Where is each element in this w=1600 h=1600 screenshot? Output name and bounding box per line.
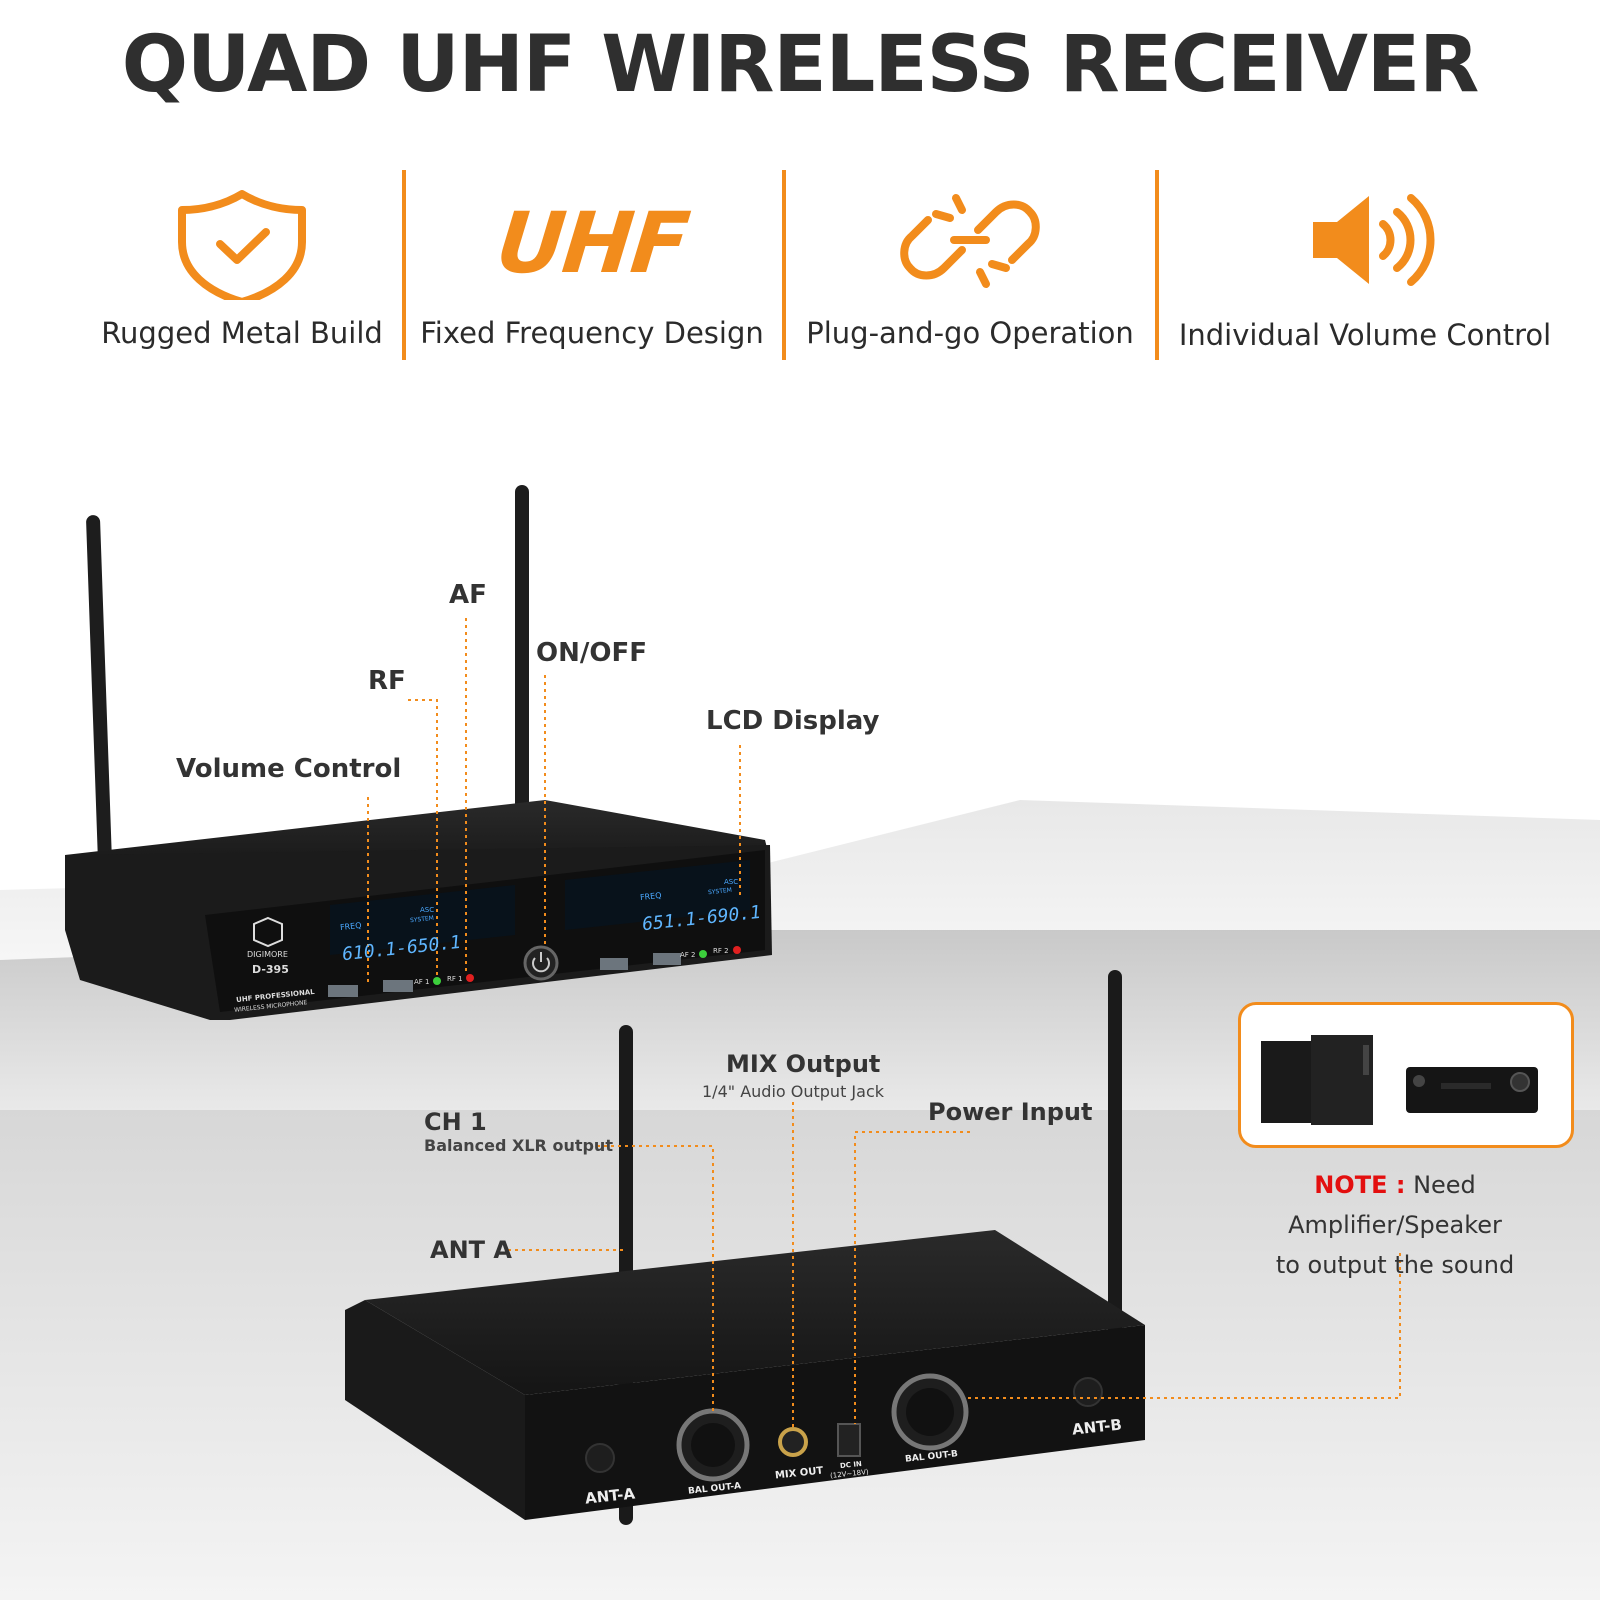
volume-down-a xyxy=(328,985,358,997)
feature-volume-control: Individual Volume Control xyxy=(1165,170,1565,360)
page-title: QUAD UHF WIRELESS RECEIVER xyxy=(121,20,1480,110)
af2-led xyxy=(699,950,707,958)
af1-led xyxy=(433,977,441,985)
lcd-display-a xyxy=(330,885,515,955)
antenna-b xyxy=(1108,970,1122,1410)
callout-af: AF xyxy=(449,580,487,610)
divider xyxy=(1155,170,1159,360)
back-receiver-panel xyxy=(525,1325,1145,1520)
leader-rf xyxy=(408,699,438,978)
volume-up-b xyxy=(653,953,681,965)
volume-down-b xyxy=(600,958,628,970)
back-receiver-top xyxy=(365,1230,1145,1395)
lcd-display-b xyxy=(565,860,750,930)
back-receiver-side xyxy=(345,1300,525,1520)
callout-on-off: ON/OFF xyxy=(536,638,647,668)
brand-logo-icon xyxy=(253,916,283,948)
callout-lcd-display: LCD Display xyxy=(706,706,880,736)
callout-power-input: Power Input xyxy=(928,1098,1093,1126)
callout-ch1-sub: Balanced XLR output xyxy=(424,1136,613,1155)
af1-label: AF 1 xyxy=(414,978,430,986)
feature-label: Fixed Frequency Design xyxy=(420,316,764,350)
note-text: NOTE : Need Amplifier/Speaker to output … xyxy=(1210,1165,1580,1285)
rf1-led xyxy=(466,974,474,982)
rf2-led xyxy=(733,946,741,954)
divider xyxy=(782,170,786,360)
power-button xyxy=(523,945,559,981)
feature-label: Individual Volume Control xyxy=(1178,318,1552,352)
feature-rugged-metal: Rugged Metal Build xyxy=(62,170,422,360)
antenna-center xyxy=(515,485,529,825)
leader-power xyxy=(854,1131,970,1424)
feature-plug-and-go: Plug-and-go Operation xyxy=(790,170,1150,360)
ant-b-connector xyxy=(1073,1377,1103,1407)
lcd-b-asc: ASC xyxy=(724,878,739,886)
af2-label: AF 2 xyxy=(680,951,696,959)
callout-volume-control: Volume Control xyxy=(176,754,402,784)
feature-label: Plug-and-go Operation xyxy=(806,316,1134,350)
note-key: NOTE : xyxy=(1314,1171,1406,1199)
model-name: D-395 xyxy=(252,963,289,976)
callout-leaders xyxy=(367,618,1401,1428)
callout-mix-output: MIX Output xyxy=(726,1050,881,1078)
callout-ant-a: ANT A xyxy=(430,1236,512,1264)
mix-out-jack xyxy=(778,1427,808,1457)
callout-mix-output-sub: 1/4" Audio Output Jack xyxy=(702,1082,885,1101)
brand-name: DIGIMORE xyxy=(247,950,288,959)
amplifier-speaker-box xyxy=(1238,1002,1574,1148)
feature-label: Rugged Metal Build xyxy=(101,316,383,350)
note-line-2: to output the sound xyxy=(1275,1251,1515,1279)
note-line-1: Need Amplifier/Speaker xyxy=(1288,1171,1502,1239)
antenna-left xyxy=(86,515,112,865)
speaker-volume-icon xyxy=(1165,180,1565,295)
volume-up-a xyxy=(383,980,413,992)
dc-in-jack xyxy=(837,1423,861,1457)
power-icon xyxy=(532,957,550,973)
broken-link-icon xyxy=(790,180,1150,295)
ant-a-connector xyxy=(585,1443,615,1473)
front-receiver xyxy=(65,485,772,1020)
rf1-label: RF 1 xyxy=(447,975,463,983)
feature-fixed-frequency: UHF Fixed Frequency Design xyxy=(412,170,772,360)
callout-ch1: CH 1 xyxy=(424,1108,487,1136)
lcd-a-asc: ASC xyxy=(420,906,435,914)
speaker-amplifier-icon xyxy=(1261,1035,1538,1125)
divider xyxy=(402,170,406,360)
rf2-label: RF 2 xyxy=(713,947,729,955)
callout-rf: RF xyxy=(368,666,406,696)
